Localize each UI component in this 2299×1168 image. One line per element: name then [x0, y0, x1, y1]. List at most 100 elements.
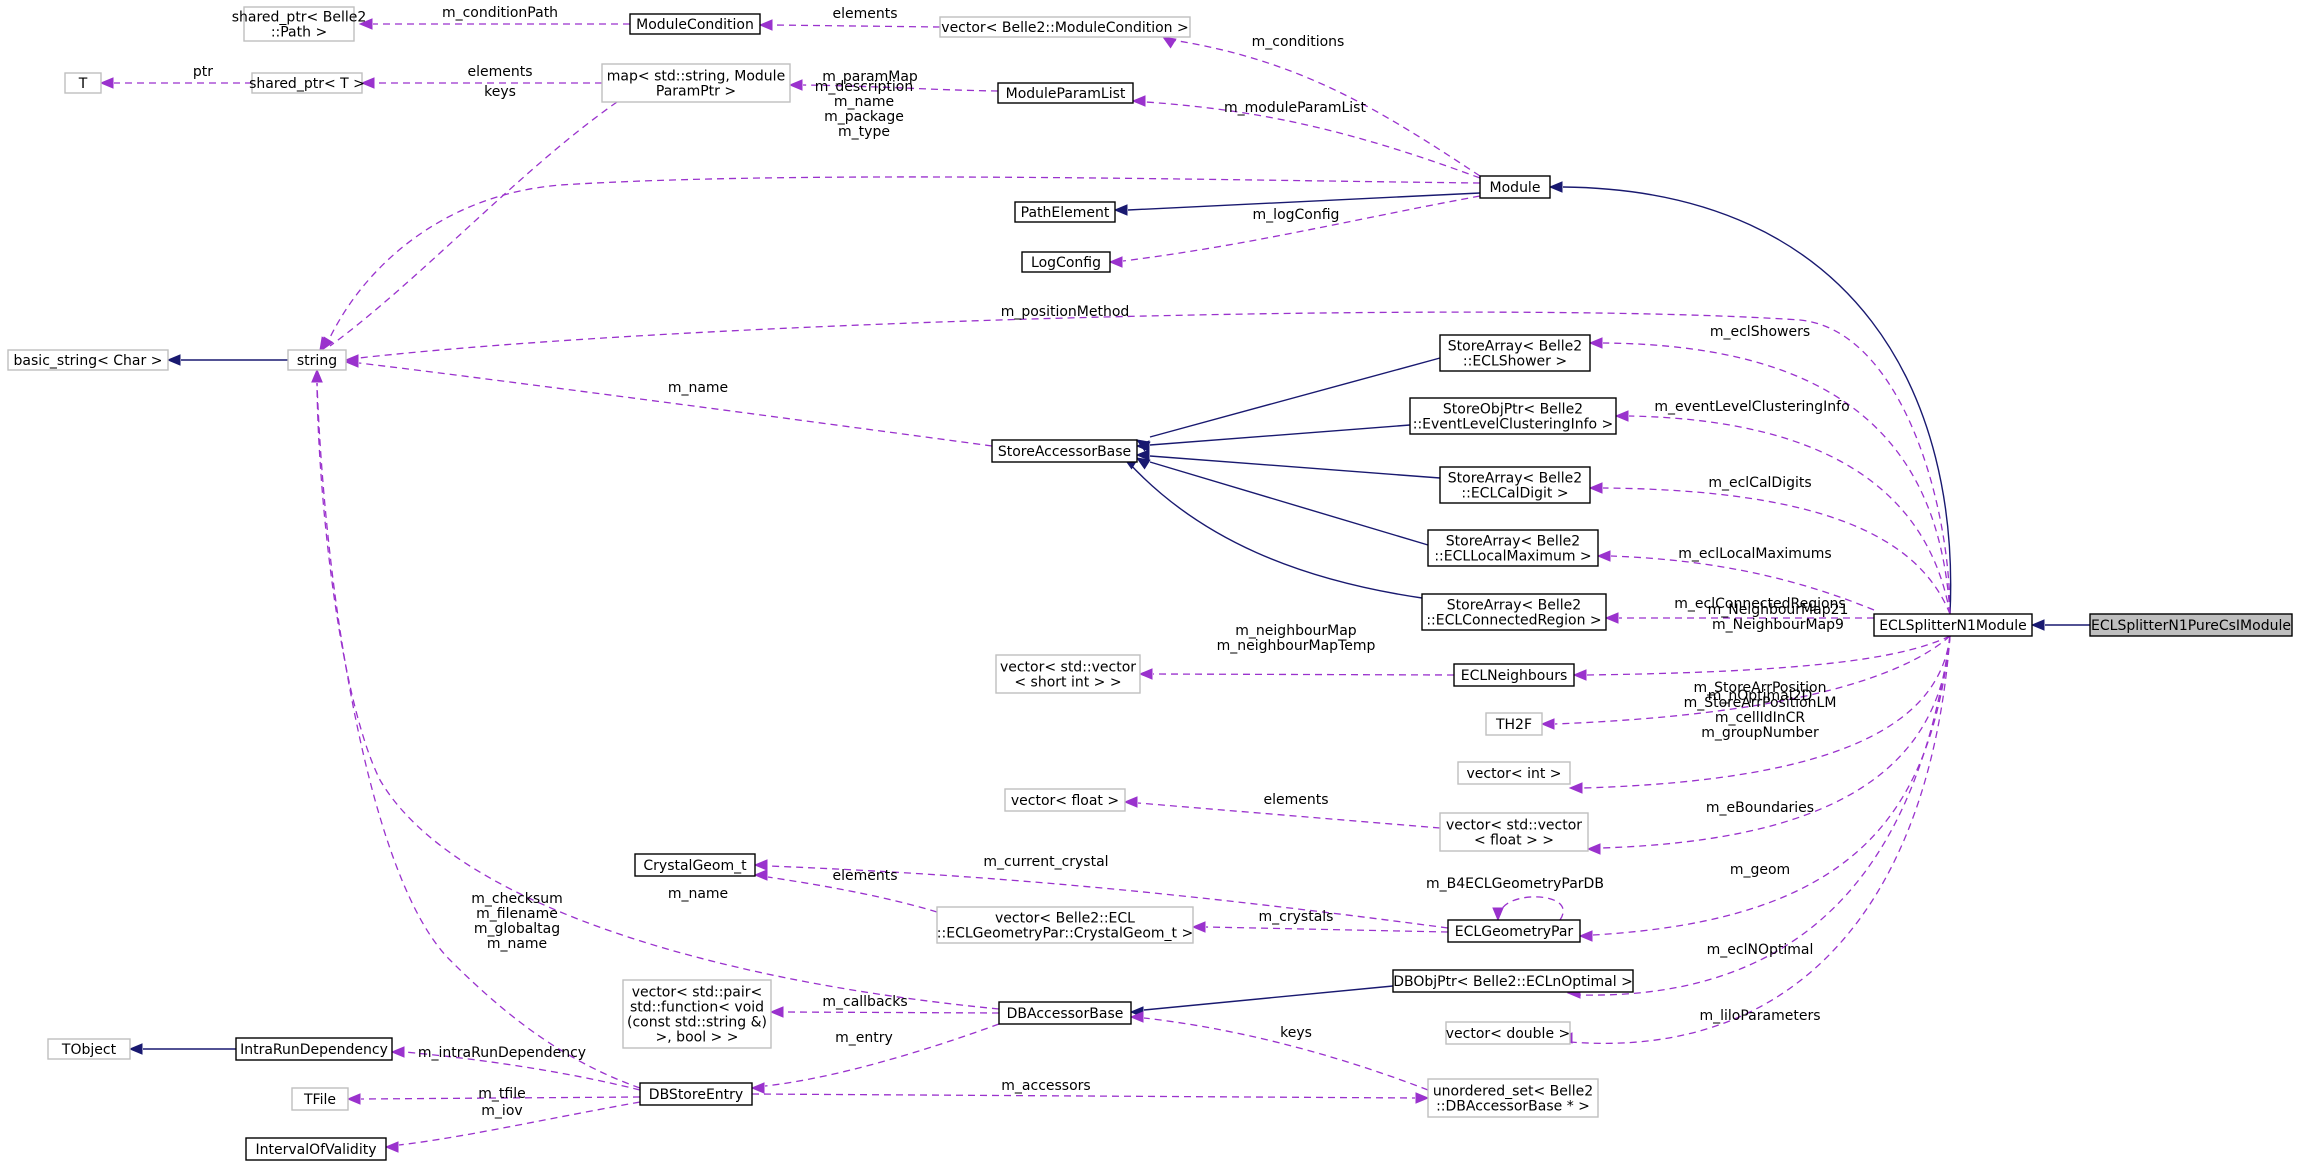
- node-box: [1447, 919, 1581, 943]
- class-node-path-element[interactable]: PathElement: [1014, 201, 1116, 223]
- edge-line: [751, 1093, 1416, 1099]
- node-label-line: PathElement: [1021, 205, 1110, 221]
- class-node-store-array-caldigit[interactable]: StoreArray< Belle2::ECLCalDigit >: [1439, 466, 1591, 504]
- edge-label: m_logConfig: [1253, 207, 1340, 223]
- edge-line: [1149, 455, 1441, 479]
- class-node-basic-string[interactable]: basic_string< Char >: [7, 349, 169, 371]
- class-node-interval-of-validity[interactable]: IntervalOfValidity: [245, 1137, 387, 1161]
- node-label-line: StoreAccessorBase: [998, 444, 1131, 460]
- class-node-vector-float[interactable]: vector< float >: [1004, 788, 1126, 812]
- edge-line: [316, 382, 1000, 1010]
- inheritance-edge: [166, 354, 288, 366]
- usage-edge: [1586, 635, 1951, 855]
- class-node-vector-crystal-geom[interactable]: vector< Belle2::ECL::ECLGeometryPar::Cry…: [936, 906, 1194, 944]
- class-node-store-array-localmax[interactable]: StoreArray< Belle2::ECLLocalMaximum >: [1427, 529, 1599, 567]
- class-node-store-array-shower[interactable]: StoreArray< Belle2::ECLShower >: [1439, 334, 1591, 372]
- edge-label: m_geom: [1730, 862, 1790, 878]
- inheritance-edge: [128, 1043, 236, 1055]
- class-node-intra-run-dependency[interactable]: IntraRunDependency: [235, 1037, 393, 1061]
- edge-label: m_nOptimal2D: [1708, 688, 1813, 704]
- node-label: ECLSplitterN1PureCsIModule: [2091, 618, 2291, 634]
- arrowhead-icon: [384, 1141, 399, 1153]
- edge-label-line: m_groupNumber: [1701, 725, 1819, 741]
- node-label-line: vector< int >: [1466, 766, 1561, 782]
- class-node-module-condition[interactable]: ModuleCondition: [629, 13, 761, 35]
- class-node-tobject[interactable]: TObject: [47, 1038, 131, 1060]
- edge-label: m_liloParameters: [1699, 1008, 1820, 1024]
- arrowhead-icon: [1123, 796, 1138, 808]
- class-node-ecl-splitter-n1[interactable]: ECLSplitterN1Module: [1873, 613, 2033, 637]
- usage-edge: [1123, 796, 1441, 829]
- edge-label-line: m_eclLocalMaximums: [1678, 546, 1831, 562]
- node-box: [1873, 613, 2033, 637]
- class-node-vector-int[interactable]: vector< int >: [1457, 761, 1571, 785]
- node-label-line: vector< std::vector: [1446, 818, 1582, 834]
- class-node-tfile[interactable]: TFile: [291, 1087, 349, 1111]
- inheritance-edge: [1135, 357, 1441, 452]
- arrowhead-icon: [1614, 410, 1629, 422]
- class-node-vector-pair-function[interactable]: vector< std::pair<std::function< void(co…: [622, 979, 772, 1049]
- class-node-store-accessor-base[interactable]: StoreAccessorBase: [991, 439, 1138, 463]
- node-box: [1021, 251, 1111, 273]
- class-node-vector-vector-float[interactable]: vector< std::vector< float > >: [1439, 812, 1589, 852]
- class-node-th2f[interactable]: TH2F: [1485, 712, 1543, 736]
- node-box: [998, 1001, 1132, 1025]
- usage-edge: [753, 859, 1449, 929]
- edge-line: [398, 1101, 641, 1146]
- class-node-module-param-list[interactable]: ModuleParamList: [997, 82, 1134, 104]
- class-node-vector-short-int[interactable]: vector< std::vector< short int > >: [995, 654, 1141, 694]
- edge-line: [1145, 101, 1481, 179]
- usage-edge: [751, 1092, 1430, 1104]
- edge-label: m_crystals: [1259, 909, 1334, 925]
- class-node-module[interactable]: Module: [1479, 175, 1551, 199]
- arrowhead-icon: [1540, 718, 1555, 730]
- class-node-ecl-splitter-n1-purecsi[interactable]: ECLSplitterN1PureCsIModule: [2089, 613, 2293, 637]
- class-node-log-config[interactable]: LogConfig: [1021, 251, 1111, 273]
- node-label-line: ECLSplitterN1PureCsIModule: [2091, 618, 2291, 634]
- class-node-crystal-geom[interactable]: CrystalGeom_t: [634, 853, 756, 877]
- edge-label-line: m_callbacks: [822, 994, 907, 1010]
- node-box: [1439, 466, 1591, 504]
- edge-line: [1152, 673, 1455, 676]
- usage-edge: [769, 1006, 1000, 1018]
- edge-label-line: m_B4ECLGeometryParDB: [1426, 876, 1604, 892]
- node-box: [634, 853, 756, 877]
- class-node-t[interactable]: T: [64, 72, 102, 94]
- class-node-vector-module-condition[interactable]: vector< Belle2::ModuleCondition >: [939, 16, 1191, 38]
- class-node-ecl-neighbours[interactable]: ECLNeighbours: [1453, 663, 1575, 687]
- usage-edge: [788, 79, 999, 92]
- class-node-db-store-entry[interactable]: DBStoreEntry: [639, 1082, 753, 1106]
- arrowhead-icon: [358, 18, 373, 30]
- edge-label: m_B4ECLGeometryParDB: [1426, 876, 1604, 892]
- class-node-store-obj-event[interactable]: StoreObjPtr< Belle2::EventLevelClusterin…: [1409, 397, 1617, 435]
- class-node-vector-double[interactable]: vector< double >: [1445, 1021, 1571, 1045]
- node-box: [1439, 334, 1591, 372]
- edge-line: [1586, 635, 1951, 676]
- edge-label: m_intraRunDependency: [418, 1045, 586, 1061]
- usage-edge: [99, 77, 252, 89]
- class-node-unordered-set-db[interactable]: unordered_set< Belle2::DBAccessorBase * …: [1427, 1078, 1599, 1118]
- node-label-line: (const std::string &): [627, 1015, 767, 1031]
- node-label: vector< Belle2::ECL::ECLGeometryPar::Cry…: [937, 911, 1193, 942]
- class-node-store-array-connreg[interactable]: StoreArray< Belle2::ECLConnectedRegion >: [1421, 593, 1607, 631]
- node-box: [1453, 663, 1575, 687]
- edge-label: m_eBoundaries: [1706, 800, 1814, 816]
- node-label: PathElement: [1021, 205, 1110, 221]
- node-box: [1004, 788, 1126, 812]
- class-node-shared-ptr-t[interactable]: shared_ptr< T >: [249, 72, 365, 94]
- arrowhead-icon: [1135, 449, 1150, 461]
- class-node-string[interactable]: string: [287, 349, 347, 371]
- edge-label-line: m_package: [824, 109, 904, 125]
- class-node-db-obj-ptr[interactable]: DBObjPtr< Belle2::ECLnOptimal >: [1392, 969, 1634, 993]
- edge-line: [1205, 926, 1449, 933]
- edge-label-line: m_crystals: [1259, 909, 1334, 925]
- node-box: [629, 13, 761, 35]
- class-node-ecl-geometry-par[interactable]: ECLGeometryPar: [1447, 919, 1581, 943]
- node-label-line: StoreArray< Belle2: [1446, 534, 1580, 550]
- class-node-shared-ptr-path[interactable]: shared_ptr< Belle2::Path >: [232, 6, 367, 42]
- class-node-db-accessor-base[interactable]: DBAccessorBase: [998, 1001, 1132, 1025]
- node-label-line: IntervalOfValidity: [256, 1142, 377, 1158]
- edge-label: m_conditionPath: [442, 5, 558, 21]
